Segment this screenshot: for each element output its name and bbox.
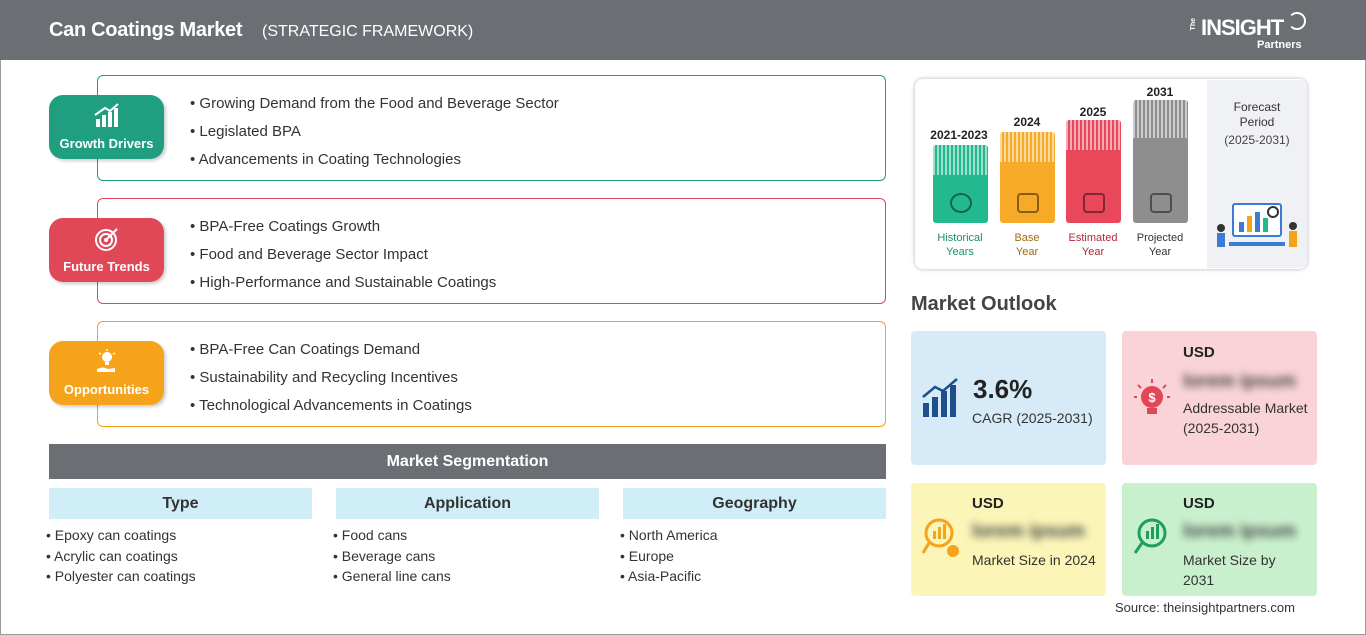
list-item: Growing Demand from the Food and Beverag… [190, 94, 558, 122]
timeline-bar-estimated [1066, 120, 1121, 223]
addressable-value-blurred: lorem ipsum [1183, 371, 1296, 392]
segment-geography-header: Geography [623, 488, 886, 519]
cagr-label: CAGR (2025-2031) [972, 410, 1093, 426]
future-trends-list: BPA-Free Coatings Growth Food and Bevera… [190, 217, 496, 301]
segment-type-list: Epoxy can coatings Acrylic can coatings … [46, 525, 312, 587]
timeline-bar-projected [1133, 100, 1188, 223]
market-size-2024-usd-label: USD [972, 495, 1004, 512]
forecast-period-range: (2025-2031) [1224, 133, 1290, 147]
list-item: Asia-Pacific [620, 566, 886, 587]
opportunities-label: Opportunities [63, 382, 150, 397]
lightbulb-hand-icon [97, 349, 116, 372]
growth-chart-icon [922, 378, 958, 417]
insight-partners-logo: The INSIGHT Partners [1190, 12, 1310, 52]
cagr-card: 3.6% CAGR (2025-2031) [911, 331, 1106, 465]
market-size-2031-label: Market Size by 2031 [1183, 552, 1276, 588]
timeline-bar-historical [933, 145, 988, 223]
addressable-market-card: $ USD lorem ipsum Addressable Market (20… [1122, 331, 1317, 465]
growth-drivers-list: Growing Demand from the Food and Beverag… [190, 94, 559, 178]
growth-chart-icon [94, 103, 119, 127]
timeline-year-projected: 2031 [1146, 85, 1174, 99]
list-item: North America [620, 525, 886, 546]
growth-drivers-box: Growing Demand from the Food and Beverag… [97, 75, 886, 181]
segment-geography-list: North America Europe Asia-Pacific [620, 525, 886, 587]
target-icon [95, 228, 118, 251]
future-trends-box: BPA-Free Coatings Growth Food and Bevera… [97, 198, 886, 304]
future-trends-badge: Future Trends [49, 218, 164, 282]
segment-geography: Geography North America Europe Asia-Paci… [623, 488, 886, 587]
list-item: Acrylic can coatings [46, 546, 312, 567]
opportunities-badge: Opportunities [49, 341, 164, 405]
growth-drivers-label: Growth Drivers [59, 136, 154, 151]
list-item: High-Performance and Sustainable Coating… [190, 273, 496, 301]
market-size-2031-value-blurred: lorem ipsum [1183, 521, 1296, 542]
segment-type: Type Epoxy can coatings Acrylic can coat… [49, 488, 312, 587]
segment-application-header: Application [336, 488, 599, 519]
list-item: Technological Advancements in Coatings [190, 396, 472, 424]
addressable-usd-label: USD [1183, 344, 1215, 361]
timeline-year-estimated: 2025 [1079, 105, 1107, 119]
list-item: Food cans [333, 525, 599, 546]
list-item: Sustainability and Recycling Incentives [190, 368, 472, 396]
timeline-label-base: Base Year [1014, 232, 1040, 258]
list-item: Polyester can coatings [46, 566, 312, 587]
list-item: Legislated BPA [190, 122, 559, 150]
forecast-period-title: Forecast Period [1233, 100, 1281, 129]
list-item: BPA-Free Coatings Growth [190, 217, 496, 245]
timeline-year-historical: 2021-2023 [930, 128, 988, 142]
page-subtitle: (STRATEGIC FRAMEWORK) [262, 23, 474, 40]
history-clock-icon [950, 193, 972, 213]
market-size-2024-value-blurred: lorem ipsum [972, 521, 1085, 542]
future-trends-label: Future Trends [63, 259, 150, 274]
cagr-value: 3.6% [973, 374, 1033, 404]
list-item: Food and Beverage Sector Impact [190, 245, 496, 273]
analytics-people-icon [1217, 203, 1297, 247]
market-size-2024-card: USD lorem ipsum Market Size in 2024 [911, 483, 1106, 596]
presentation-icon [1150, 193, 1172, 213]
addressable-market-label: Addressable Market (2025-2031) [1183, 400, 1308, 436]
estimate-gears-icon [1083, 193, 1105, 213]
list-item: Advancements in Coating Technologies [190, 150, 559, 178]
magnifier-chart-icon [1133, 518, 1167, 554]
opportunities-list: BPA-Free Can Coatings Demand Sustainabil… [190, 340, 472, 424]
market-size-2024-label: Market Size in 2024 [972, 552, 1096, 568]
opportunities-box: BPA-Free Can Coatings Demand Sustainabil… [97, 321, 886, 427]
timeline-year-base: 2024 [1013, 115, 1041, 129]
lightbulb-dollar-icon: $ [1134, 379, 1170, 414]
list-item: Epoxy can coatings [46, 525, 312, 546]
list-item: General line cans [333, 566, 599, 587]
forecast-period-panel: Forecast Period (2025-2031) [1207, 80, 1307, 268]
segment-type-header: Type [49, 488, 312, 519]
header-bar: Can Coatings Market (STRATEGIC FRAMEWORK… [0, 0, 1366, 60]
market-outlook-title: Market Outlook [911, 293, 1057, 315]
list-item: BPA-Free Can Coatings Demand [190, 340, 472, 368]
list-item: Beverage cans [333, 546, 599, 567]
source-credit: Source: theinsightpartners.com [1115, 600, 1295, 615]
calendar-icon [1017, 193, 1039, 213]
timeline-label-estimated: Estimated Year [1068, 232, 1118, 258]
page-title: Can Coatings Market [49, 19, 243, 41]
growth-drivers-badge: Growth Drivers [49, 95, 164, 159]
market-size-2031-card: USD lorem ipsum Market Size by 2031 [1122, 483, 1317, 596]
segment-application: Application Food cans Beverage cans Gene… [336, 488, 599, 587]
timeline-label-historical: Historical Years [937, 232, 983, 258]
svg-text:$: $ [1148, 390, 1156, 405]
segment-application-list: Food cans Beverage cans General line can… [333, 525, 599, 587]
timeline-bar-base [1000, 132, 1055, 223]
list-item: Europe [620, 546, 886, 567]
timeline-label-projected: Projected Year [1136, 232, 1184, 258]
market-segmentation-heading: Market Segmentation [49, 444, 886, 479]
market-size-2031-usd-label: USD [1183, 495, 1215, 512]
magnifier-coin-icon [921, 518, 959, 557]
